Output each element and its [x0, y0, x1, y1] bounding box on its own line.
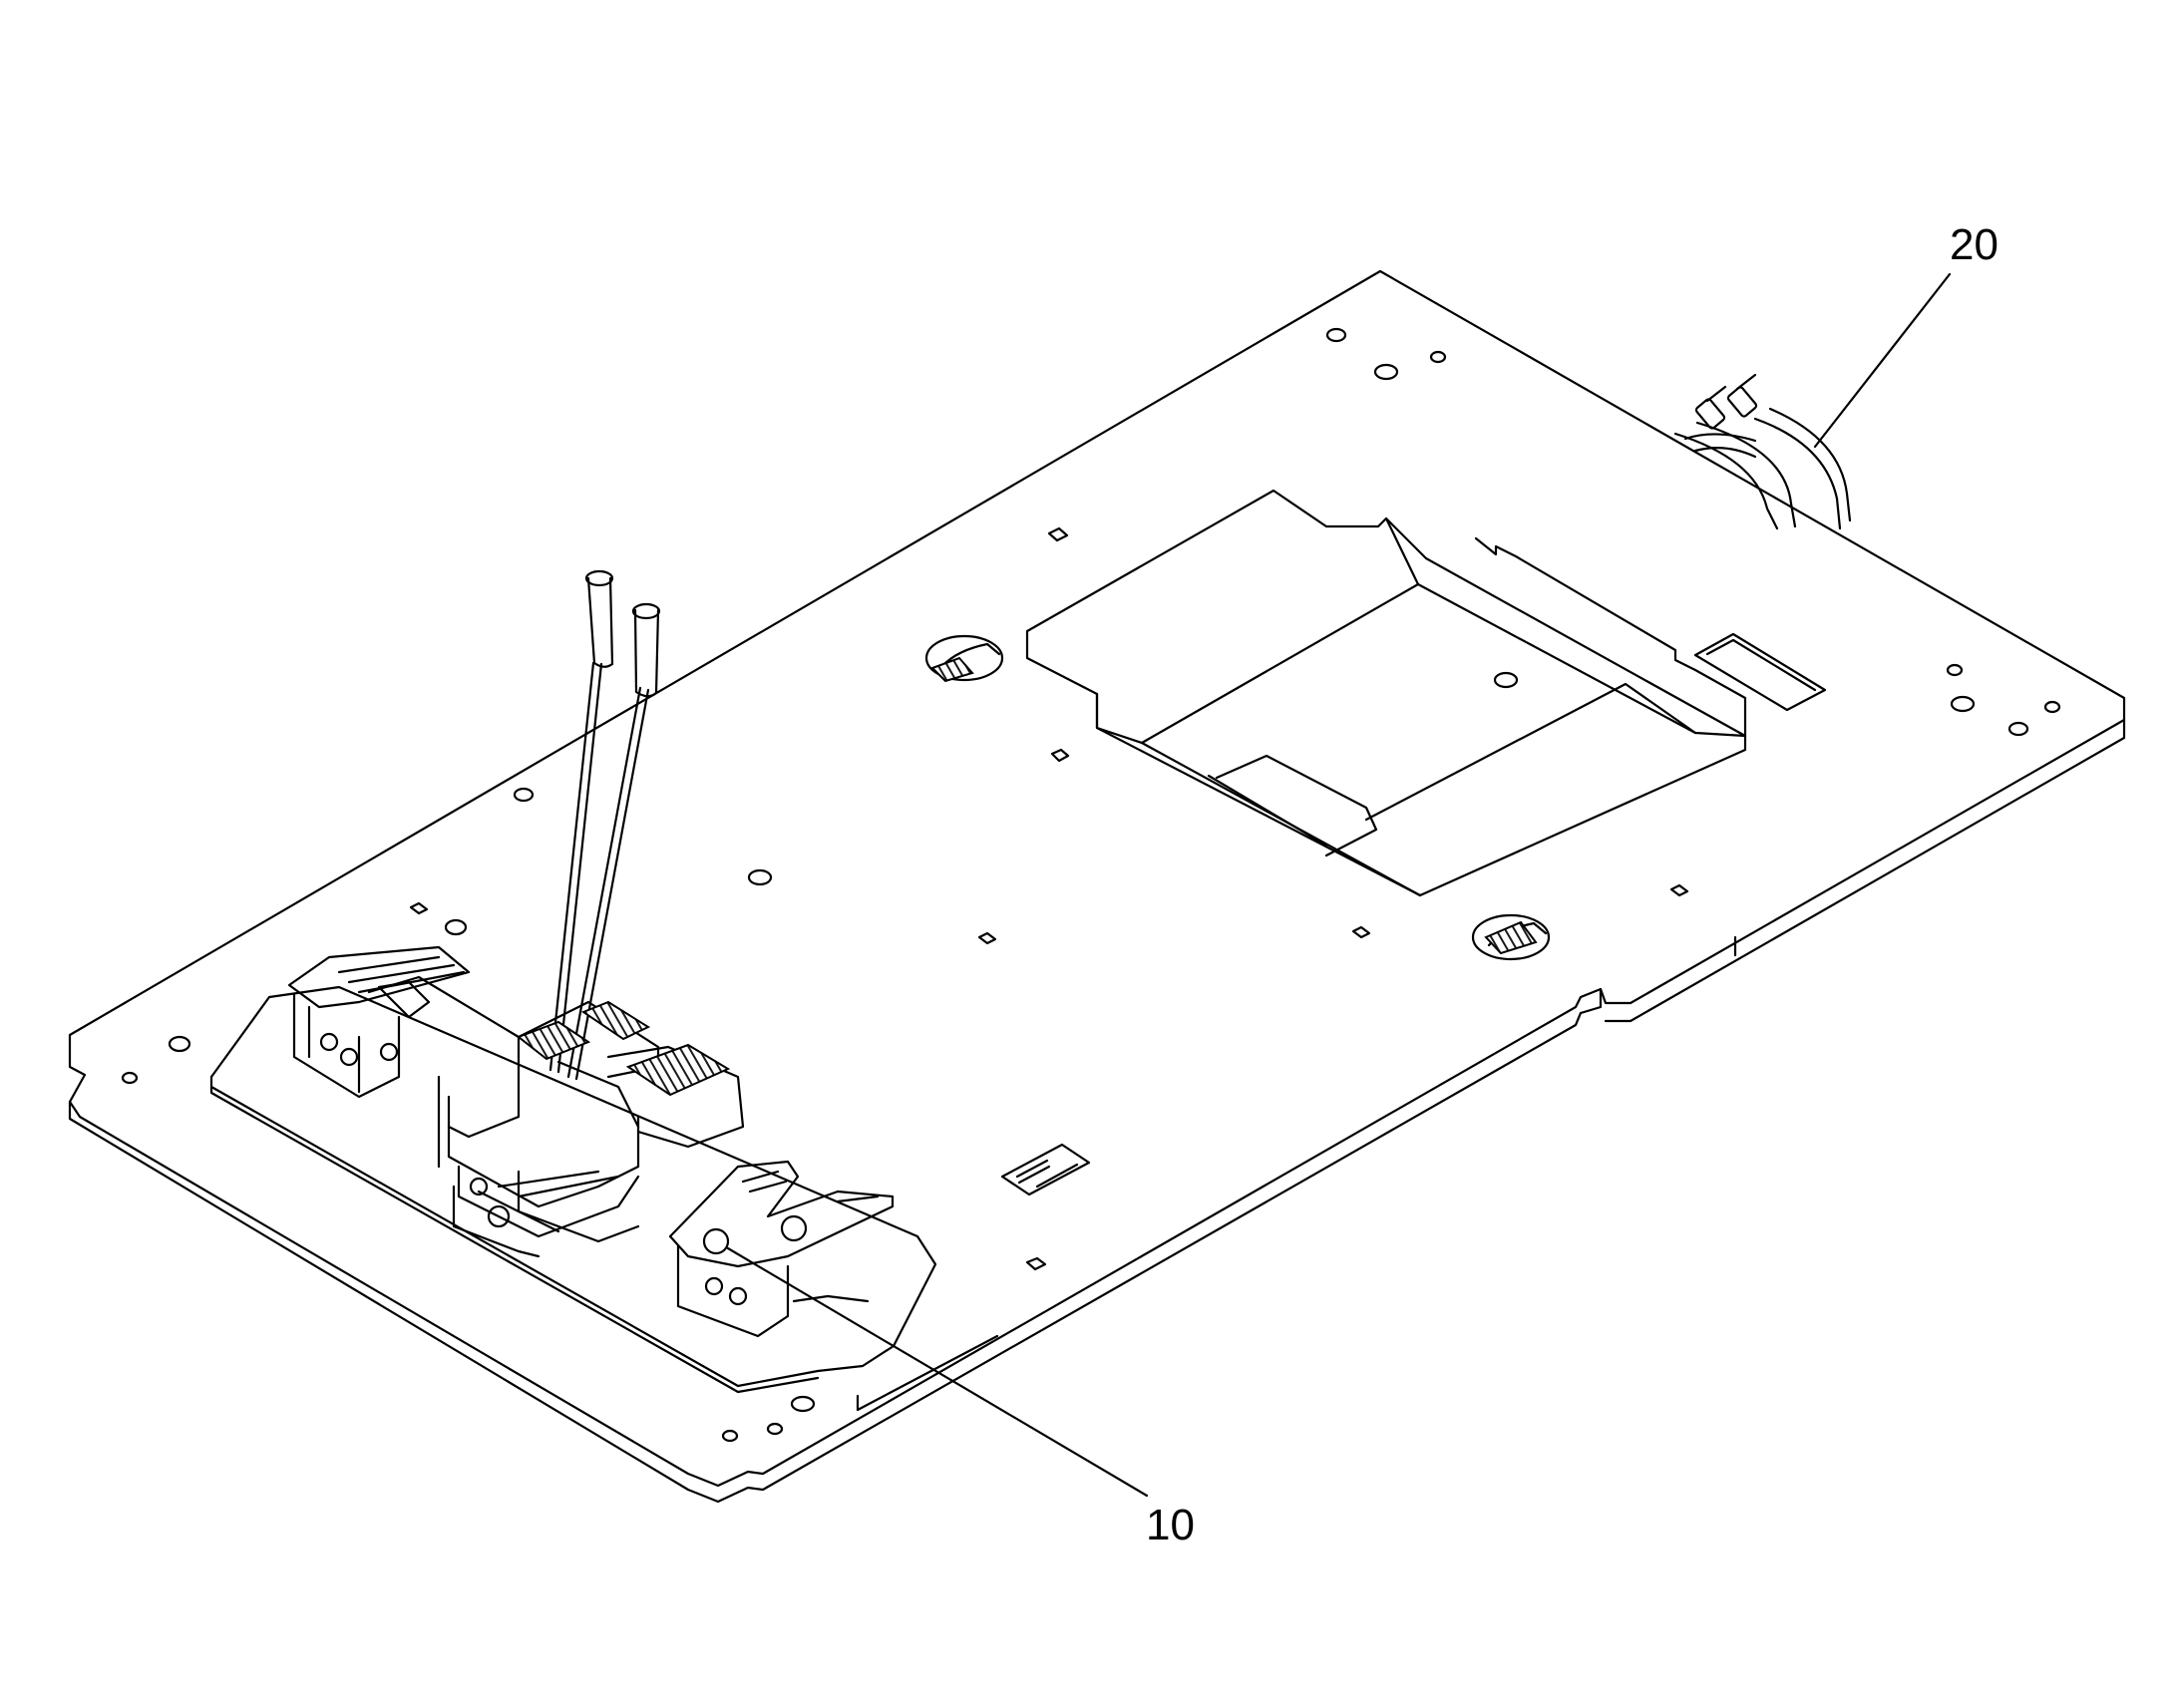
callout-item-20: 20: [1950, 220, 1998, 269]
lever-valve-block: [367, 975, 640, 1258]
rectangular-cutout: [1693, 632, 1827, 712]
right-foot-pedal: [668, 1160, 895, 1338]
hydraulic-hoses: [1673, 373, 1852, 530]
control-platform: [209, 985, 937, 1394]
square-slots: [409, 526, 1689, 1271]
leader-lines: [726, 272, 1952, 1498]
left-foot-pedal: [287, 945, 471, 1099]
mounting-holes: [121, 327, 2061, 1443]
callout-item-10: 10: [1146, 1501, 1195, 1549]
nameplate: [1000, 1143, 1091, 1196]
central-recess: [1025, 489, 1747, 897]
pedal-tread-surfaces: [516, 656, 1538, 1097]
floor-plate: [68, 269, 2126, 1504]
round-openings: [924, 634, 1551, 961]
